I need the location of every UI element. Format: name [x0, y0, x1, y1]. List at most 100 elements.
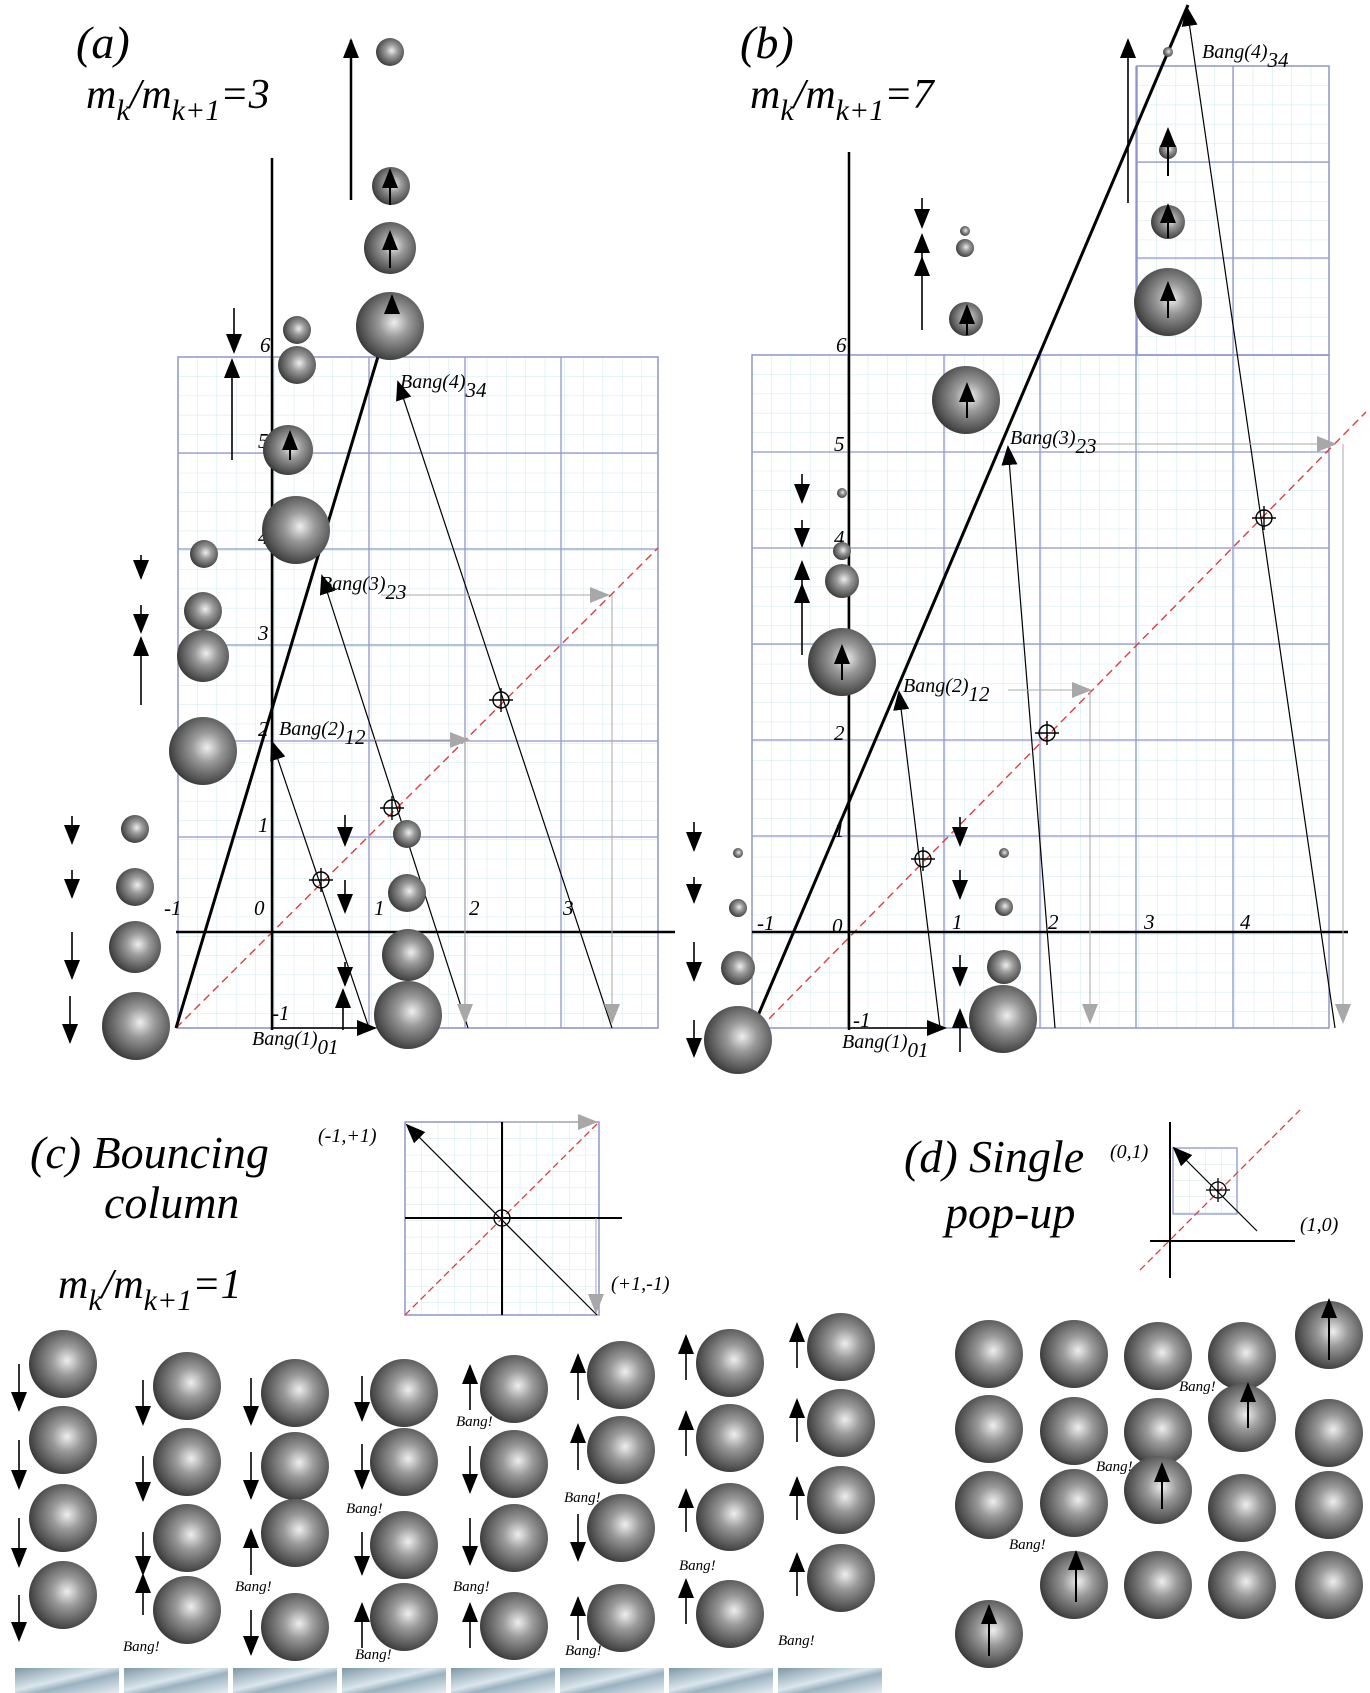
ball: [1295, 1551, 1363, 1619]
ball: [995, 898, 1013, 916]
y-tick: 3: [257, 621, 269, 645]
ball: [729, 899, 747, 917]
ball: [102, 992, 170, 1060]
ball: [1124, 1456, 1192, 1524]
ball: [969, 985, 1037, 1053]
ball: [1208, 1551, 1276, 1619]
panel-b-bang-labels: Bang(1)01 Bang(2)12 Bang(3)23 Bang(4)34: [842, 41, 1289, 1062]
panel-b-gray-arrows: [1008, 436, 1351, 1024]
panel-d-bang-labels: Bang! Bang! Bang!: [1009, 1379, 1216, 1553]
panel-a-gray-arrows: [350, 587, 620, 1024]
ball: [393, 820, 421, 848]
bang-label: Bang(3)23: [1010, 427, 1097, 458]
ball: [261, 1593, 329, 1661]
bang-label: Bang!: [1096, 1459, 1133, 1475]
panel-b-mass-ratio: mk/mk+1=7: [750, 72, 936, 127]
bang-label: Bang(4)34: [400, 371, 487, 402]
ball: [587, 1416, 655, 1484]
panel-b: -1 1 2 4 5 6 -1 0 1 2 3 4 Bang(1)01 Bang…: [740, 4, 1367, 1062]
ball: [1124, 1398, 1192, 1466]
bang-label: Bang!: [123, 1639, 160, 1655]
panel-c-title-line2: column: [104, 1177, 239, 1228]
panel-b-crosshairs: [911, 506, 1276, 871]
ball: [263, 425, 313, 475]
panel-c-title-line1: (c) Bouncing: [30, 1127, 269, 1178]
bang-label: Bang!: [456, 1414, 493, 1430]
panel-c-corner-tl: (-1,+1): [318, 1125, 377, 1147]
panel-a-bang-line: [174, 309, 394, 1029]
panel-a: -1 1 2 3 4 5 6 -1 0 1 2 3 Bang(1)01 Bang…: [76, 17, 675, 1059]
panel-b-bang-line: [755, 4, 1190, 1019]
bang-label: Bang(2)12: [903, 675, 990, 706]
ball: [1040, 1469, 1108, 1537]
bang-label: Bang!: [453, 1579, 490, 1595]
panel-c: (c) Bouncing column mk/mk+1=1 (-1,+1) (+…: [15, 1114, 882, 1693]
ball: [956, 239, 974, 257]
bang-label: Bang!: [235, 1579, 272, 1595]
ball: [833, 542, 851, 560]
y-tick: 5: [834, 432, 845, 456]
panel-a-mass-ratio: mk/mk+1=3: [86, 72, 270, 127]
panel-a-crosshairs: [309, 688, 513, 892]
y-tick: 1: [258, 813, 269, 837]
ball: [696, 1329, 764, 1397]
bang-label: Bang(1)01: [252, 1028, 339, 1059]
x-tick: 4: [1240, 910, 1251, 934]
ball: [480, 1355, 548, 1423]
ball: [356, 292, 424, 360]
bang-label: Bang!: [1179, 1379, 1216, 1395]
x-tick: -1: [164, 896, 182, 920]
panel-d-corner-br: (1,0): [1300, 1214, 1339, 1236]
bang-label: Bang(1)01: [842, 1031, 929, 1062]
y-tick: 6: [260, 333, 271, 357]
ball: [587, 1494, 655, 1562]
ball: [999, 848, 1009, 858]
x-tick: 3: [1143, 910, 1155, 934]
ball: [1124, 1551, 1192, 1619]
ball: [955, 1320, 1023, 1388]
ball: [825, 564, 859, 598]
ball: [370, 1583, 438, 1651]
x-tick: 1: [952, 910, 963, 934]
x-tick: 0: [832, 914, 843, 938]
bang-label: Bang!: [679, 1558, 716, 1574]
ball: [960, 226, 970, 236]
ball: [1040, 1320, 1108, 1388]
x-tick: 0: [254, 896, 265, 920]
panel-b-diagonal: [759, 411, 1367, 1029]
x-tick: -1: [757, 911, 775, 935]
x-tick: 2: [1048, 910, 1059, 934]
panel-c-mass-ratio: mk/mk+1=1: [58, 1262, 242, 1317]
ball: [696, 1483, 764, 1551]
panel-a-bang-labels: Bang(1)01 Bang(2)12 Bang(3)23 Bang(4)34: [252, 371, 487, 1059]
ball: [370, 1359, 438, 1427]
ball: [374, 981, 442, 1049]
panel-c-inset: [404, 1114, 622, 1316]
bang-label: Bang(2)12: [279, 718, 366, 749]
y-tick: 1: [834, 818, 845, 842]
ball: [1208, 1474, 1276, 1542]
y-tick: 2: [258, 717, 269, 741]
ball: [721, 951, 755, 985]
x-tick: 1: [374, 896, 385, 920]
ball: [153, 1504, 221, 1572]
panel-d: (d) Single pop-up (0,1) (1,0) Bang! Bang…: [904, 1109, 1339, 1553]
ball: [1295, 1399, 1363, 1467]
panel-c-corner-br: (+1,-1): [611, 1273, 670, 1295]
ball: [153, 1428, 221, 1496]
ball: [29, 1561, 97, 1629]
ball: [29, 1406, 97, 1474]
ball: [807, 1544, 875, 1612]
ball: [376, 38, 404, 66]
panel-a-label: (a): [76, 17, 130, 68]
ball: [1124, 1322, 1192, 1390]
ball: [587, 1584, 655, 1652]
ball: [184, 592, 222, 630]
ball: [121, 815, 149, 843]
panel-c-bang-labels: Bang! Bang! Bang! Bang! Bang! Bang! Bang…: [123, 1414, 815, 1663]
ball: [1295, 1471, 1363, 1539]
ball: [1040, 1397, 1108, 1465]
panel-c-floor: [15, 1668, 882, 1693]
